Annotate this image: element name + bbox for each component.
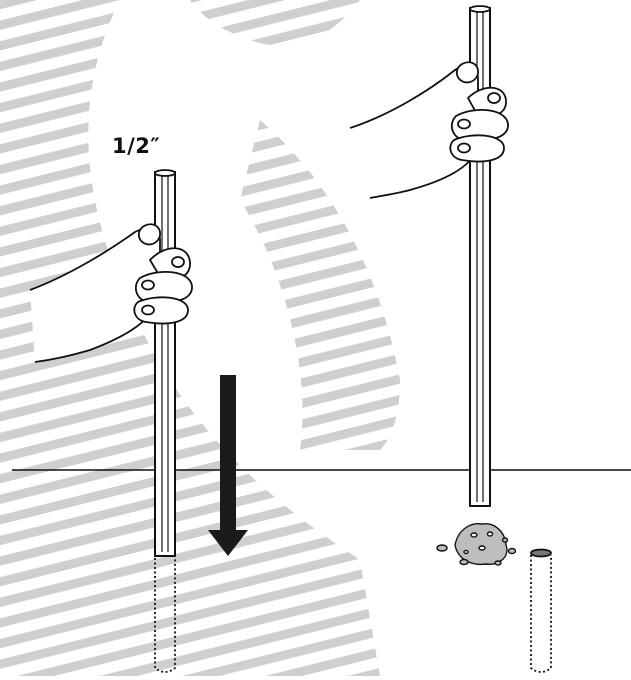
down-arrow (208, 375, 248, 556)
pipe-diameter-label: 1/2″ (112, 134, 161, 158)
left-pipe-underground (154, 558, 176, 673)
right-hand (349, 61, 509, 199)
soil-plug (436, 523, 517, 566)
left-hand (29, 223, 193, 363)
pipe-hole (530, 548, 552, 673)
